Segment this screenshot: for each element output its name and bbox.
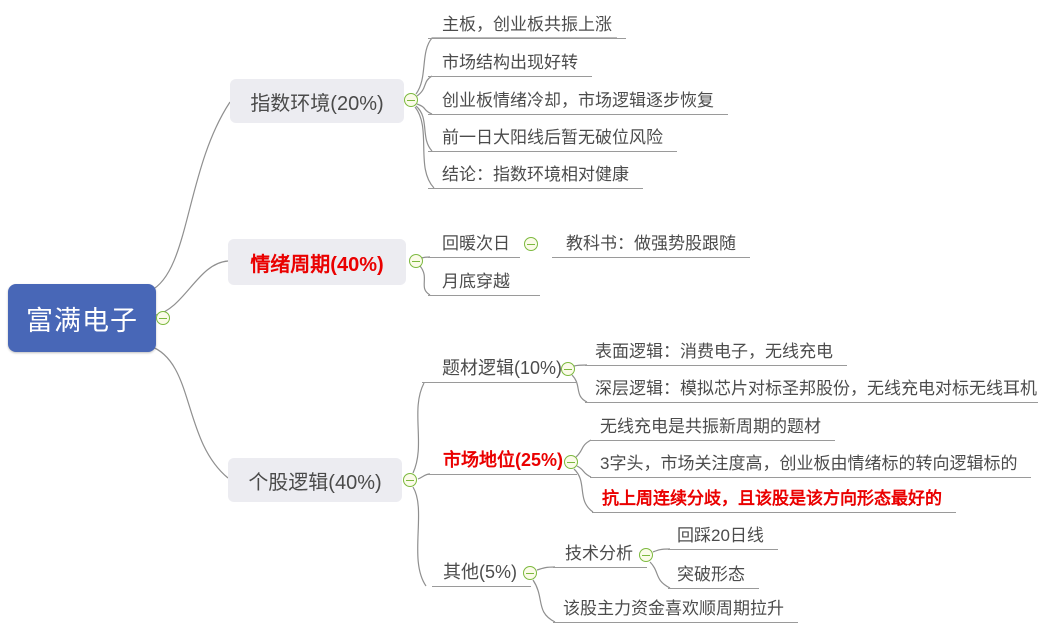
root-node[interactable]: 富满电子 (8, 284, 156, 352)
branch1-collapse-minus-icon[interactable] (404, 93, 418, 107)
theme-logic-collapse-minus-icon[interactable] (561, 362, 575, 376)
branch-index-environment-label: 指数环境(20%) (250, 92, 384, 115)
leaf-pullback-20day-line[interactable]: 回踩20日线 (668, 525, 778, 550)
leaf-market-structure-improve[interactable]: 市场结构出现好转 (428, 52, 592, 77)
root-label: 富满电子 (26, 305, 138, 336)
root-collapse-minus-icon[interactable] (156, 311, 170, 325)
leaf-conclusion-healthy[interactable]: 结论：指数环境相对健康 (428, 164, 643, 189)
leaf-surface-logic[interactable]: 表面逻辑：消费电子，无线充电 (585, 341, 847, 366)
branch3-collapse-minus-icon[interactable] (403, 473, 417, 487)
branch-index-environment[interactable]: 指数环境(20%) (230, 79, 404, 123)
branch2-collapse-minus-icon[interactable] (409, 254, 423, 268)
others-collapse-minus-icon[interactable] (523, 566, 537, 580)
warming-next-day-collapse-minus-icon[interactable] (524, 237, 538, 251)
subbranch-theme-logic[interactable]: 题材逻辑(10%) (422, 358, 577, 383)
market-position-collapse-minus-icon[interactable] (564, 455, 578, 469)
branch-sentiment-cycle[interactable]: 情绪周期(40%) (228, 239, 406, 285)
branch-sentiment-cycle-label: 情绪周期(40%) (250, 253, 384, 276)
node-warming-next-day[interactable]: 回暖次日 (428, 233, 520, 258)
leaf-breakout-pattern[interactable]: 突破形态 (668, 564, 759, 589)
leaf-main-funds-cyclical-pull[interactable]: 该股主力资金喜欢顺周期拉升 (553, 598, 798, 623)
leaf-month-end-crossover[interactable]: 月底穿越 (428, 271, 540, 296)
leaf-no-breakdown-risk[interactable]: 前一日大阳线后暂无破位风险 (428, 127, 677, 152)
leaf-wireless-charging-theme[interactable]: 无线充电是共振新周期的题材 (590, 416, 835, 441)
subbranch-others[interactable]: 其他(5%) (432, 562, 532, 587)
subbranch-market-position[interactable]: 市场地位(25%) (428, 450, 578, 475)
leaf-textbook-follow-strong[interactable]: 教科书：做强势股跟随 (552, 233, 750, 258)
leaf-3-prefix-attention[interactable]: 3字头，市场关注度高，创业板由情绪标的转向逻辑标的 (590, 453, 1032, 478)
node-technical-analysis[interactable]: 技术分析 (553, 543, 647, 568)
leaf-deep-logic[interactable]: 深层逻辑：模拟芯片对标圣邦股份，无线充电对标无线耳机 (585, 378, 1038, 403)
leaf-mainboard-chinext-rise[interactable]: 主板，创业板共振上涨 (428, 14, 626, 39)
branch-stock-logic[interactable]: 个股逻辑(40%) (228, 458, 402, 502)
branch-stock-logic-label: 个股逻辑(40%) (248, 471, 382, 494)
technical-analysis-collapse-minus-icon[interactable] (639, 548, 653, 562)
leaf-resist-divergence-best-form[interactable]: 抗上周连续分歧，且该股是该方向形态最好的 (592, 488, 956, 513)
leaf-chinext-cooling[interactable]: 创业板情绪冷却，市场逻辑逐步恢复 (428, 90, 728, 115)
